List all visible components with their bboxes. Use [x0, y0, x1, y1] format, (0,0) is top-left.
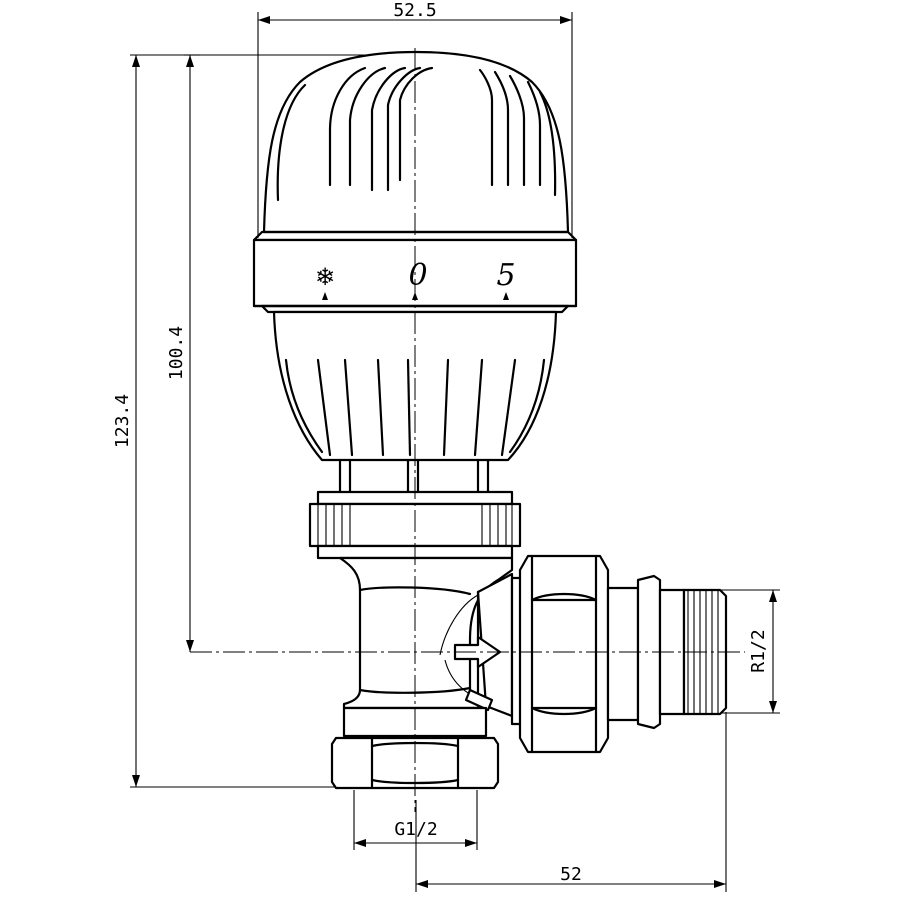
dim-inlet-thread: G1/2 [394, 819, 437, 840]
scale-label-five: 5 [496, 258, 515, 293]
dim-axis-height: 100.4 [166, 326, 187, 380]
dim-outlet-thread: R1/2 [748, 629, 769, 672]
scale-label-zero: 0 [408, 258, 427, 293]
dimension-lines [130, 12, 780, 892]
valve-body [330, 556, 514, 790]
arrow-right-icon [453, 635, 502, 669]
dim-total-height: 123.4 [112, 394, 133, 448]
union-nut [510, 554, 610, 754]
dim-overall-width: 52.5 [393, 0, 436, 21]
scale-pointer-snow [322, 292, 328, 300]
scale-markings: ❄ 0 5 [315, 258, 516, 300]
scale-pointer-five [503, 292, 509, 300]
dim-outlet-offset: 52 [560, 864, 582, 885]
snowflake-icon: ❄ [315, 263, 335, 291]
